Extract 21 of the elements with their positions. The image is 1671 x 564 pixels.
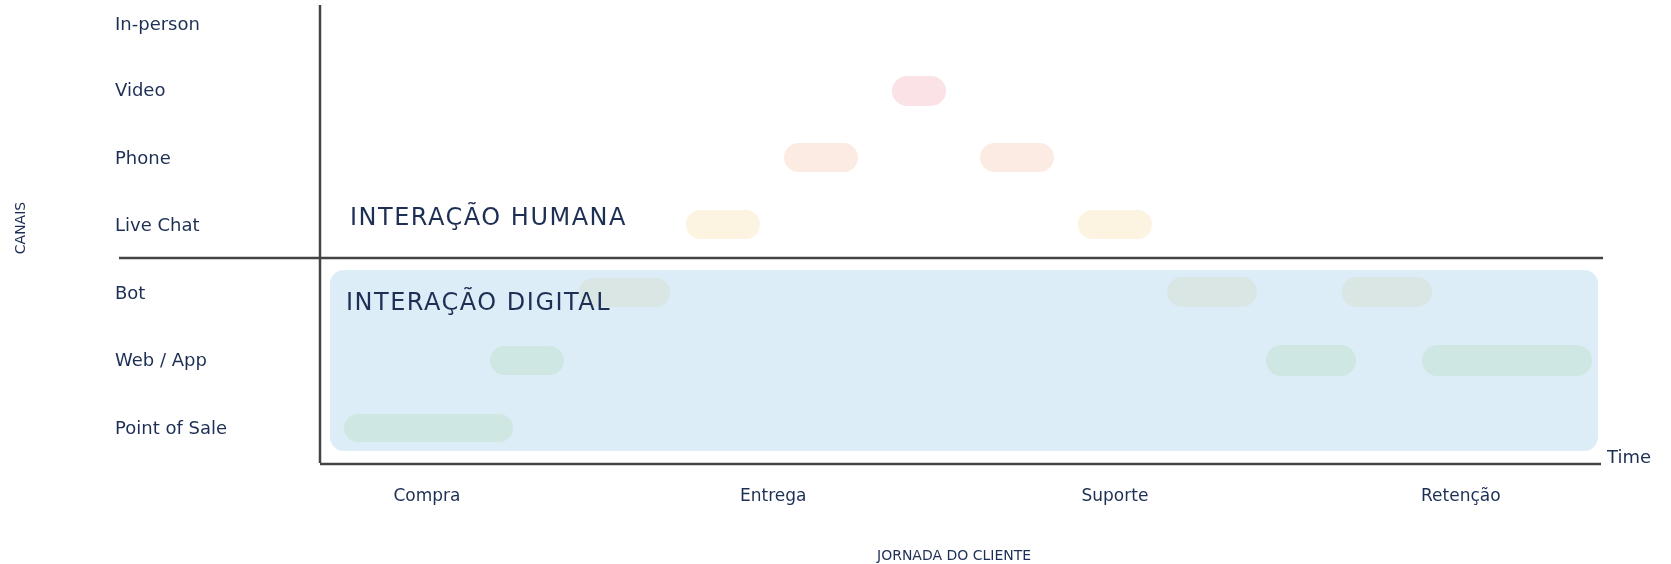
stage-label: Suporte [1081,486,1149,504]
axis-title: CANAIS [13,201,28,255]
axis-title: JORNADA DO CLIENTE [877,548,1032,562]
region-panel [330,270,1598,451]
timeline-bar [892,76,946,106]
channel-label: Live Chat [115,216,200,234]
axis-label: Time [1607,448,1652,466]
channel-label: Web / App [115,351,207,369]
timeline-bar [784,143,858,172]
timeline-bar [1078,210,1152,239]
stage-label: Compra [393,486,461,504]
channel-label: Phone [115,149,171,167]
channel-label: Point of Sale [115,419,228,437]
stage-label: Entrega [740,486,807,504]
region-title: INTERAÇÃO DIGITAL [346,288,612,316]
stage-label: Retenção [1421,486,1501,504]
channel-label: Bot [115,284,146,302]
channel-label: Video [115,81,166,99]
timeline-bar [686,210,760,239]
timeline-bar [980,143,1054,172]
channel-label: In-person [115,15,200,33]
